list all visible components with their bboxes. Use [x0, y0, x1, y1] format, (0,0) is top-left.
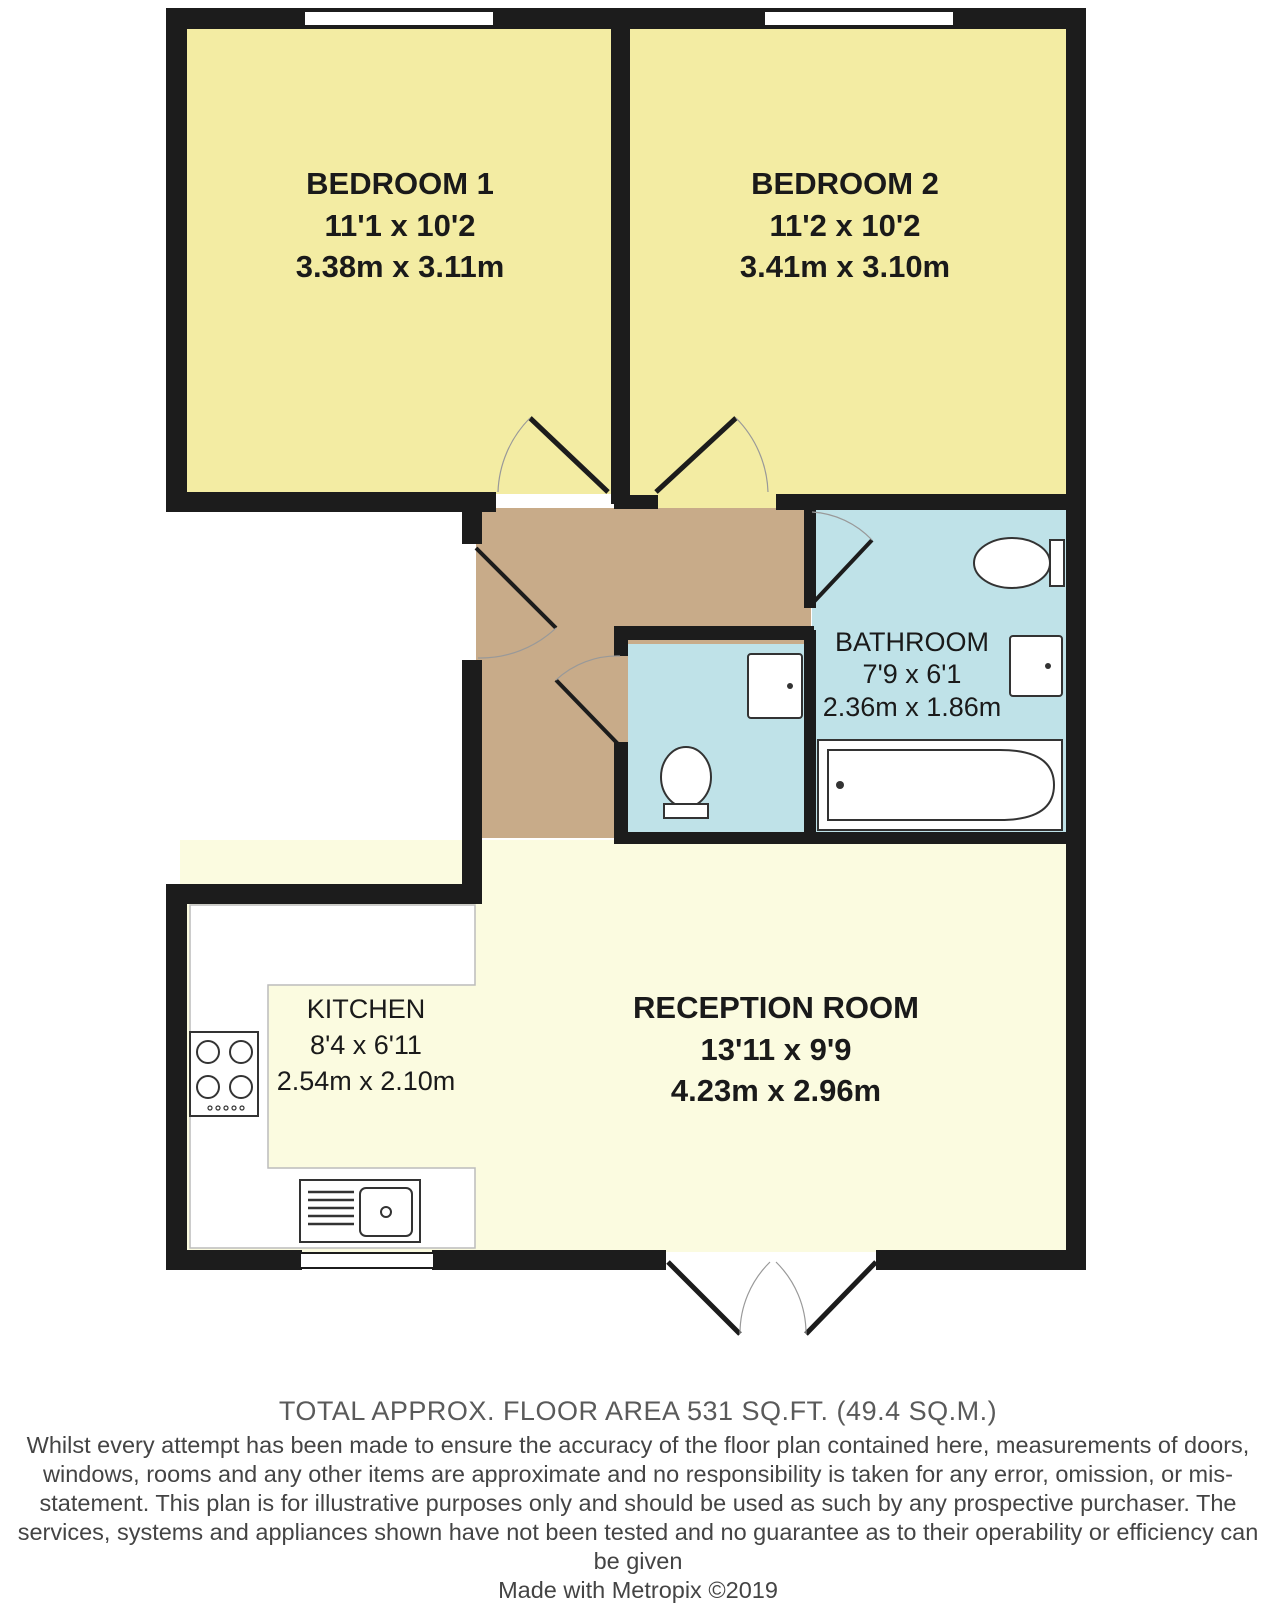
reception-imperial: 13'11 x 9'9 [701, 1032, 852, 1067]
floor-plan: BEDROOM 1 11'1 x 10'2 3.38m x 3.11m BEDR… [166, 8, 1086, 1336]
bedroom-1-label: BEDROOM 1 11'1 x 10'2 3.38m x 3.11m [296, 166, 505, 284]
bedroom-1-name: BEDROOM 1 [306, 166, 494, 201]
disclaimer-text: Whilst every attempt has been made to en… [17, 1432, 1259, 1574]
toilet-cistern-icon [1049, 539, 1065, 587]
wc-fixtures [660, 653, 803, 819]
bedroom-1-floor [180, 28, 616, 494]
wc-basin-icon [747, 653, 803, 719]
wc-toilet-icon [660, 746, 712, 808]
drainer-grooves [308, 1190, 354, 1226]
kitchen-metric: 2.54m x 2.10m [277, 1066, 456, 1096]
total-floor-area: TOTAL APPROX. FLOOR AREA 531 SQ.FT. (49.… [278, 1396, 998, 1426]
bedroom-2-window [763, 10, 955, 27]
bedroom-2-floor [630, 28, 1066, 510]
bedroom-2-metric: 3.41m x 3.10m [740, 249, 950, 284]
kitchen-fixtures [189, 1031, 421, 1243]
basin-icon [1009, 635, 1063, 697]
bedroom-1-imperial: 11'1 x 10'2 [325, 208, 476, 243]
bedroom-2-label: BEDROOM 2 11'2 x 10'2 3.41m x 3.10m [740, 166, 950, 284]
reception-name: RECEPTION ROOM [633, 990, 919, 1025]
bedroom-1-window [303, 10, 495, 27]
bathroom-metric: 2.36m x 1.86m [823, 692, 1002, 722]
kitchen-label: KITCHEN 8'4 x 6'11 2.54m x 2.10m [277, 994, 456, 1096]
plan-footer: TOTAL APPROX. FLOOR AREA 531 SQ.FT. (49.… [0, 1396, 1276, 1605]
bedroom-2-imperial: 11'2 x 10'2 [770, 208, 921, 243]
reception-metric: 4.23m x 2.96m [671, 1073, 881, 1108]
bathroom-imperial: 7'9 x 6'1 [863, 659, 962, 689]
kitchen-name: KITCHEN [307, 994, 426, 1024]
windows [299, 10, 955, 1269]
kitchen-imperial: 8'4 x 6'11 [310, 1030, 422, 1060]
metropix-credit: Made with Metropix ©2019 [498, 1577, 778, 1603]
bedroom-2-name: BEDROOM 2 [751, 166, 939, 201]
kitchen-window [299, 1252, 435, 1269]
kitchen-worktop [189, 904, 476, 1249]
toilet-icon [973, 537, 1051, 589]
reception-label: RECEPTION ROOM 13'11 x 9'9 4.23m x 2.96m [633, 990, 919, 1108]
doors [474, 416, 878, 1336]
bathroom-fixtures [817, 537, 1065, 831]
bathroom-name: BATHROOM [835, 627, 989, 657]
bathroom-label: BATHROOM 7'9 x 6'1 2.36m x 1.86m [823, 627, 1002, 722]
bedroom-1-metric: 3.38m x 3.11m [296, 249, 505, 284]
